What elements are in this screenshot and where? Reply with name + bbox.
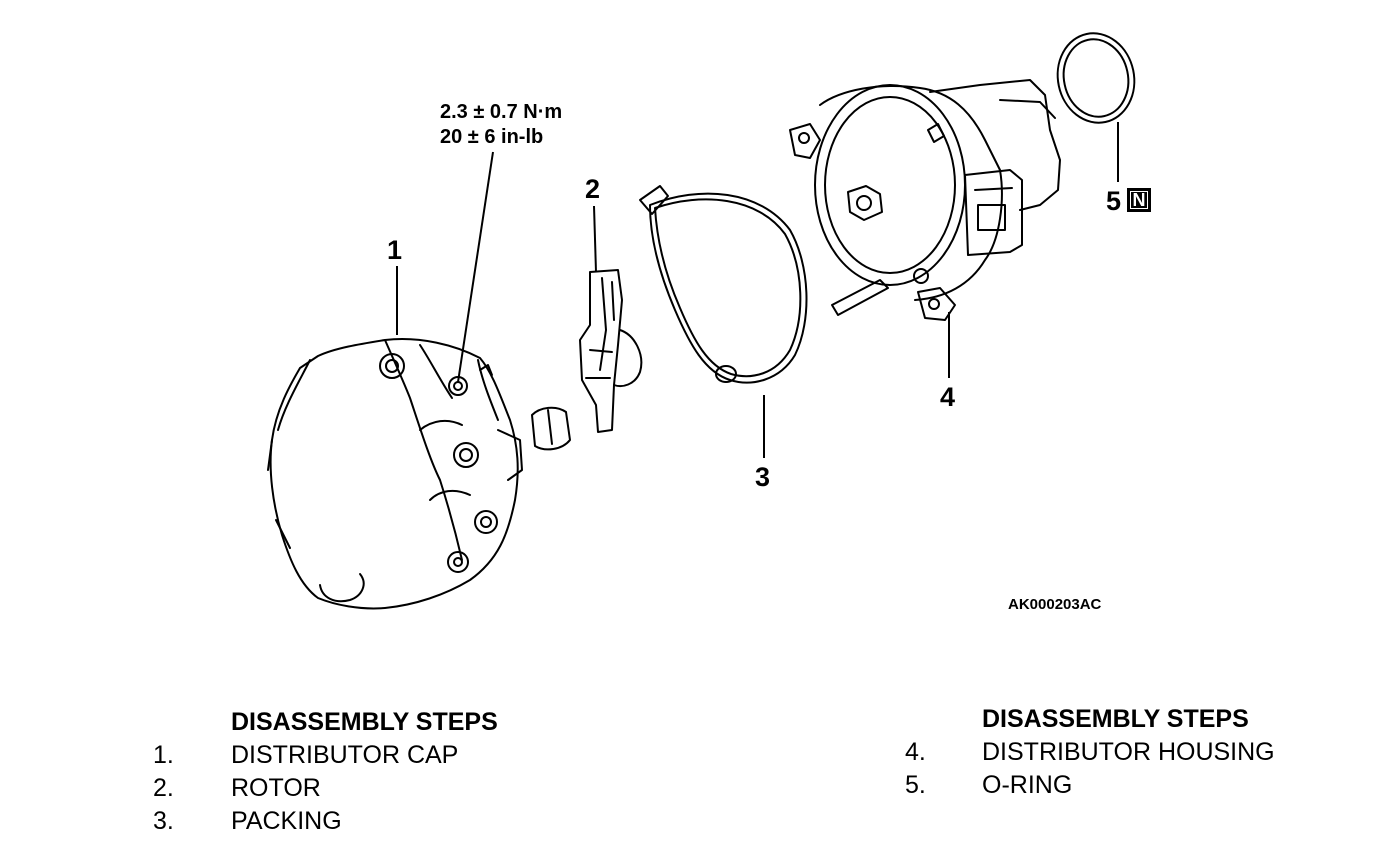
step-row: 5. O-RING xyxy=(905,769,1365,802)
step-row: 4. DISTRIBUTOR HOUSING xyxy=(905,736,1365,769)
step-row: 2. ROTOR xyxy=(153,772,573,805)
distributor-housing-illustration xyxy=(789,79,1061,321)
steps-heading-left: DISASSEMBLY STEPS xyxy=(231,708,498,736)
reference-code: AK000203AC xyxy=(1008,596,1102,613)
step-number: 3. xyxy=(153,807,174,835)
step-number: 5. xyxy=(905,771,926,799)
step-name: ROTOR xyxy=(231,774,321,802)
rotor-illustration xyxy=(579,269,643,433)
step-name: DISTRIBUTOR HOUSING xyxy=(982,738,1275,766)
step-number: 2. xyxy=(153,774,174,802)
step-name: DISTRIBUTOR CAP xyxy=(231,741,459,769)
callout-2: 2 xyxy=(585,174,601,204)
distributor-cap-illustration xyxy=(267,338,523,610)
callout-5-number: 5 xyxy=(1106,186,1122,216)
step-number: 4. xyxy=(905,738,926,766)
o-ring-illustration xyxy=(1056,32,1136,124)
disassembly-steps-left: DISASSEMBLY STEPS 1. DISTRIBUTOR CAP 2. … xyxy=(153,706,573,838)
torque-imperial: 20 ± 6 in-lb xyxy=(440,126,544,148)
step-name: O-RING xyxy=(982,771,1073,799)
packing-ring-illustration xyxy=(639,185,808,384)
steps-heading-right: DISASSEMBLY STEPS xyxy=(982,705,1249,733)
step-number: 1. xyxy=(153,741,174,769)
rotor-tip-illustration xyxy=(531,406,571,451)
callout-3: 3 xyxy=(755,462,771,492)
new-part-badge: N xyxy=(1127,188,1152,212)
step-row: 1. DISTRIBUTOR CAP xyxy=(153,739,573,772)
callout-1: 1 xyxy=(387,235,403,265)
step-name: PACKING xyxy=(231,807,342,835)
torque-metric: 2.3 ± 0.7 N·m xyxy=(440,101,563,123)
step-row: 3. PACKING xyxy=(153,805,573,838)
disassembly-steps-right: DISASSEMBLY STEPS 4. DISTRIBUTOR HOUSING… xyxy=(905,703,1365,802)
leader-line-torque xyxy=(457,151,494,383)
torque-spec: 2.3 ± 0.7 N·m 20 ± 6 in-lb xyxy=(440,100,562,150)
callout-4: 4 xyxy=(940,382,956,412)
leader-line-2 xyxy=(593,205,597,273)
